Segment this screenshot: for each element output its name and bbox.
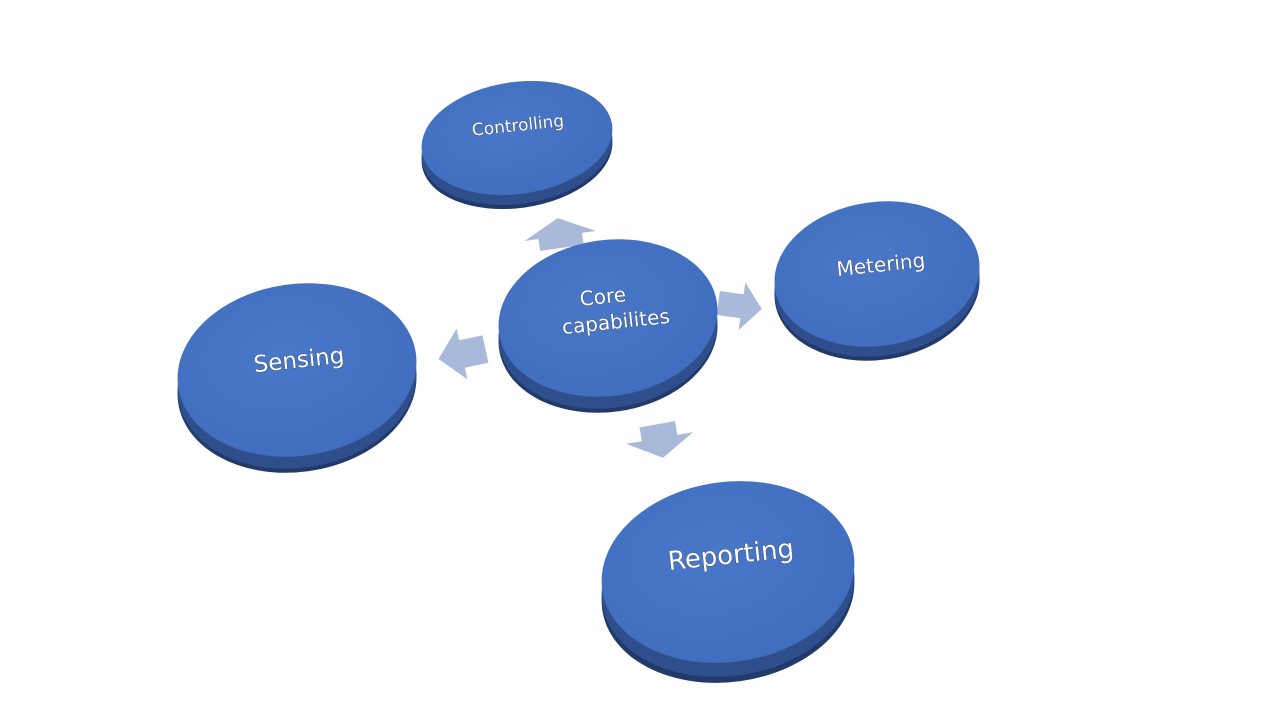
arrow-right-to-metering xyxy=(716,282,762,331)
node-sensing: Sensing xyxy=(177,283,417,473)
arrow-up-to-controlling xyxy=(524,218,596,251)
node-controlling: Controlling xyxy=(421,80,613,210)
arrow-down-to-reporting xyxy=(626,421,694,458)
node-reporting: Reporting xyxy=(601,481,855,683)
node-metering: Metering xyxy=(774,201,980,361)
node-core-capabilities: Core capabilites xyxy=(498,239,718,413)
core-label-line1: Core xyxy=(579,282,628,311)
arrow-left-to-sensing xyxy=(438,328,489,380)
